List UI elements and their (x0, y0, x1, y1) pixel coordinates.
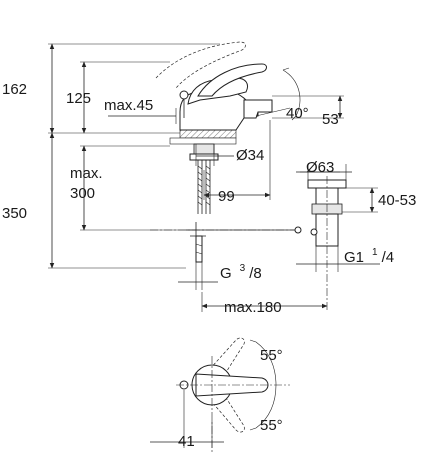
lever-handle (197, 63, 267, 97)
flex-hose-left (197, 160, 203, 214)
dim-g1-thread: G1 1 /4 (344, 242, 394, 266)
counter-deck-base (169, 137, 237, 145)
dim-g38-thread: G 3 /8 (220, 258, 262, 282)
mixer-side-view (150, 41, 302, 263)
dim-dia-63: Ø63 (306, 159, 334, 176)
dim-angle-55-lower: 55° (260, 417, 283, 434)
swivel-arc (282, 69, 301, 117)
link-ball (294, 226, 302, 234)
angle-arc-lower (255, 384, 277, 429)
counter-deck (179, 129, 237, 139)
dim-162: 162 (2, 81, 27, 98)
dim-41: 41 (178, 433, 195, 450)
flex-hose-right (205, 160, 211, 214)
dim-max-180: max.180 (224, 299, 282, 316)
popup-knob (179, 90, 189, 100)
mounting-nut-lower (189, 153, 219, 161)
lever-swing-right (199, 381, 245, 433)
lever-open-outline (155, 41, 246, 89)
dim-125: 125 (66, 90, 91, 107)
mixer-top-view (150, 337, 290, 452)
dim-99: 99 (218, 188, 235, 205)
dim-350: 350 (2, 205, 27, 222)
dim-40-53: 40-53 (378, 192, 416, 209)
dimension-labels: 162 125 max.45 40° 53 max. 300 Ø34 Ø63 3… (2, 81, 416, 450)
dim-max-label: max. (70, 165, 103, 182)
mounting-nut (193, 143, 215, 155)
dim-53: 53 (322, 111, 339, 128)
dim-max45: max.45 (104, 97, 153, 114)
angle-arc-upper (255, 341, 277, 386)
dim-angle-40: 40° (286, 105, 309, 122)
spout (243, 99, 273, 119)
dim-dia-34: Ø34 (236, 147, 264, 164)
dim-angle-55-upper: 55° (260, 347, 283, 364)
waste-link (310, 228, 318, 236)
popup-waste (300, 171, 347, 312)
lower-hose (195, 235, 203, 263)
dimension-lines (48, 43, 380, 312)
dim-300: 300 (70, 185, 95, 202)
lever-swing-left (199, 337, 245, 389)
